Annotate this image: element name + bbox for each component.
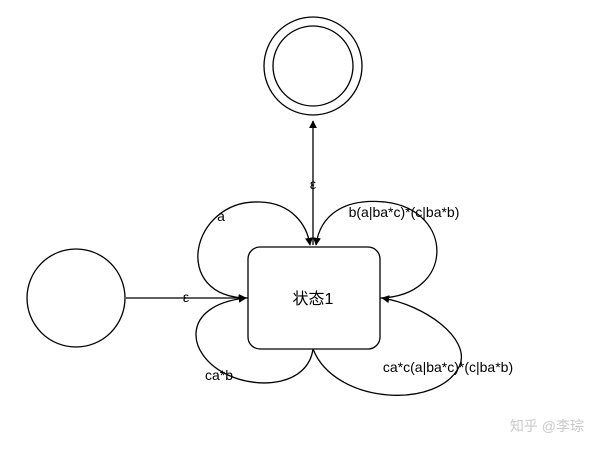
- self-loop-top-right: [312, 200, 438, 299]
- self-loop-bottom-left: [195, 294, 314, 384]
- state-1-label: 状态1: [293, 290, 334, 308]
- final-state-inner-ring: [272, 25, 354, 107]
- edge-to-final-label: ε: [310, 176, 316, 192]
- self-loop-a-label: a: [217, 208, 225, 224]
- self-loop-top-right-label: b(a|ba*c)*(c|ba*b): [349, 204, 460, 220]
- self-loop-bottom-right: [312, 295, 463, 396]
- edge-from-start-label: ε: [183, 289, 189, 305]
- self-loop-bottom-right-label: ca*c(a|ba*c)*(c|ba*b): [383, 359, 513, 375]
- self-loop-bottom-left-label: ca*b: [205, 367, 233, 383]
- final-state-outer-ring: [263, 16, 363, 116]
- final-state: [263, 16, 363, 116]
- state-1-node: 状态1: [247, 246, 381, 350]
- start-state: [26, 248, 126, 348]
- self-loop-a: [197, 201, 313, 299]
- watermark: 知乎 @李琮: [510, 418, 584, 434]
